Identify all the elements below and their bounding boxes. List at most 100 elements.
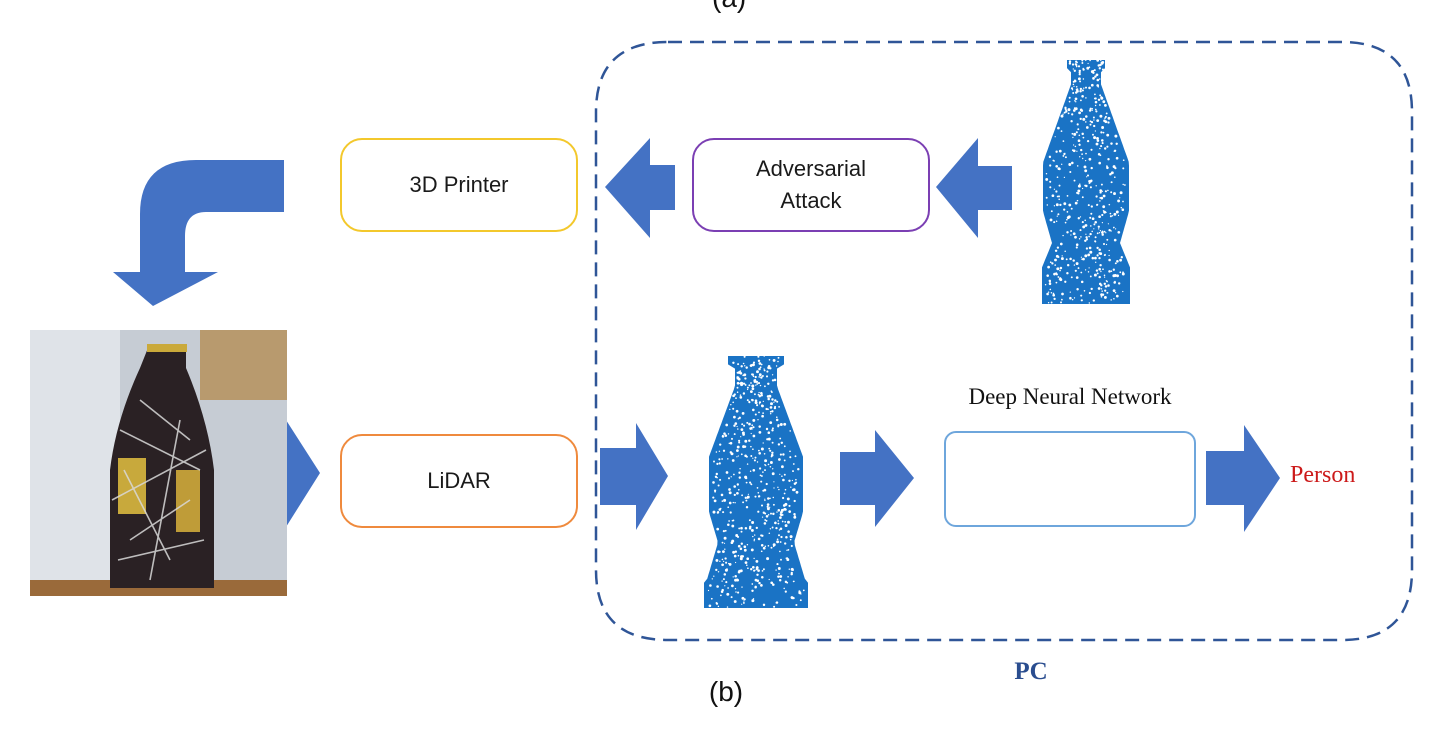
point-speck <box>741 555 745 558</box>
pc-label: PC <box>1014 658 1048 685</box>
point-speck <box>771 410 774 413</box>
point-speck <box>1099 94 1102 97</box>
point-speck <box>1101 233 1104 236</box>
point-speck <box>716 585 719 588</box>
point-speck <box>1052 293 1056 297</box>
point-speck <box>1091 109 1093 111</box>
point-speck <box>758 403 761 405</box>
point-speck <box>767 397 770 401</box>
point-speck <box>1091 217 1095 221</box>
point-speck <box>733 554 737 558</box>
point-speck <box>1079 89 1082 93</box>
point-speck <box>1101 290 1103 292</box>
point-speck <box>748 384 751 387</box>
arrow-bottle-to-attack <box>936 138 1012 238</box>
point-speck <box>767 463 770 466</box>
point-speck <box>778 572 780 575</box>
point-speck <box>783 445 786 448</box>
point-speck <box>753 569 756 572</box>
point-speck <box>1099 252 1103 256</box>
attack-label: Adversarial Attack <box>755 156 867 213</box>
point-speck <box>722 560 725 563</box>
point-speck <box>767 408 769 411</box>
point-speck <box>722 434 724 437</box>
point-speck <box>752 418 756 422</box>
point-speck <box>750 445 752 448</box>
point-speck <box>1052 292 1055 295</box>
point-speck <box>758 425 761 428</box>
point-speck <box>1098 228 1100 230</box>
point-speck <box>721 563 724 567</box>
point-speck <box>1061 255 1063 257</box>
point-speck <box>781 475 783 477</box>
point-speck <box>712 481 715 484</box>
point-speck <box>758 452 761 455</box>
point-speck <box>718 462 721 465</box>
point-speck <box>1051 262 1054 265</box>
point-speck <box>753 393 756 396</box>
point-speck <box>772 358 776 362</box>
point-speck <box>761 414 764 418</box>
point-speck <box>1079 87 1083 91</box>
point-speck <box>1067 112 1070 115</box>
elbow-arrow <box>113 160 284 306</box>
point-speck <box>743 548 747 552</box>
point-speck <box>751 521 755 524</box>
point-speck <box>747 567 749 570</box>
point-speck <box>773 401 775 403</box>
point-speck <box>738 471 741 474</box>
point-speck <box>1080 109 1084 113</box>
point-speck <box>1079 117 1082 121</box>
point-speck <box>732 576 734 578</box>
point-speck <box>771 374 774 376</box>
point-speck <box>734 501 736 504</box>
point-speck <box>778 406 780 408</box>
lidar-box: LiDAR <box>340 434 578 528</box>
point-speck <box>781 520 784 523</box>
point-speck <box>725 561 728 564</box>
point-speck <box>1110 181 1113 184</box>
point-speck <box>770 402 773 406</box>
point-speck <box>750 390 753 393</box>
point-speck <box>773 378 777 382</box>
point-speck <box>736 445 740 449</box>
point-speck <box>1085 233 1087 235</box>
point-speck <box>712 510 716 514</box>
point-speck <box>766 507 770 511</box>
point-speck <box>1113 226 1115 229</box>
point-speck <box>1092 77 1095 80</box>
point-speck <box>731 584 734 588</box>
point-speck <box>1094 104 1097 107</box>
point-speck <box>1050 291 1053 294</box>
point-speck <box>1105 232 1107 234</box>
point-speck <box>1114 262 1117 265</box>
point-speck <box>1105 243 1108 246</box>
point-speck <box>1078 111 1081 115</box>
point-speck <box>1066 231 1069 234</box>
point-speck <box>1084 184 1087 187</box>
point-speck <box>738 441 741 444</box>
printed-bottle-photo <box>30 330 287 596</box>
point-speck <box>1058 195 1060 198</box>
point-speck <box>1070 207 1073 210</box>
point-speck <box>720 590 724 593</box>
point-speck <box>1064 106 1067 109</box>
point-speck <box>728 520 730 522</box>
point-speck <box>1095 185 1097 187</box>
point-speck <box>789 538 792 541</box>
point-speck <box>1054 258 1057 262</box>
point-speck <box>773 406 777 410</box>
point-speck <box>1099 147 1101 150</box>
point-speck <box>742 501 745 504</box>
point-speck <box>754 401 758 405</box>
point-speck <box>757 419 759 421</box>
point-speck <box>1107 189 1109 192</box>
point-speck <box>1091 256 1095 260</box>
output-label: Person <box>1290 462 1356 488</box>
point-speck <box>790 567 794 571</box>
point-speck <box>753 538 756 541</box>
point-speck <box>777 520 779 522</box>
point-speck <box>1115 156 1119 160</box>
point-speck <box>779 541 782 543</box>
point-speck <box>719 507 722 510</box>
